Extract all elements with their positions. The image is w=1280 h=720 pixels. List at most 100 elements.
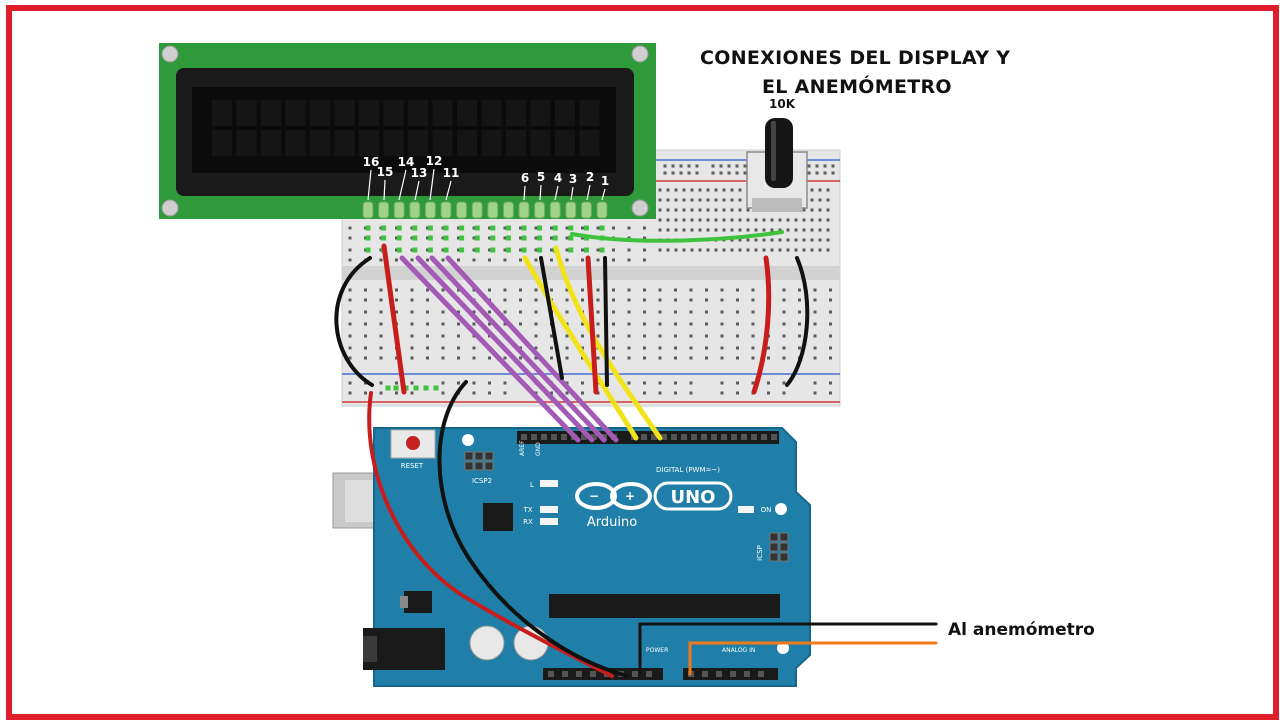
anemometer-callout: Al anemómetro	[948, 620, 1095, 640]
breadboard-hole	[658, 208, 662, 212]
arduino-brand-text: Arduino	[587, 515, 637, 530]
breadboard-hole	[596, 381, 600, 385]
breadboard-active-hole	[599, 247, 605, 253]
breadboard-hole	[565, 381, 569, 385]
breadboard-hole	[666, 248, 670, 252]
breadboard-hole	[379, 346, 383, 350]
breadboard-hole	[720, 288, 724, 292]
breadboard-hole	[782, 298, 786, 302]
breadboard-hole	[802, 218, 806, 222]
breadboard-hole	[736, 322, 739, 326]
breadboard-hole	[782, 346, 786, 350]
breadboard-hole	[457, 258, 460, 262]
breadboard-hole	[658, 228, 662, 232]
breadboard-active-hole	[490, 225, 496, 231]
breadboard-hole	[457, 236, 460, 240]
lcd-character-cell	[555, 100, 575, 126]
breadboard-active-hole	[505, 225, 511, 231]
diagram-title: CONEXIONES DEL DISPLAY Y EL ANEMÓMETRO	[700, 44, 1010, 102]
analog-label: ANALOG IN	[722, 647, 755, 654]
breadboard-hole	[410, 346, 414, 350]
breadboard-hole	[612, 248, 615, 252]
analog-header-socket	[716, 671, 722, 677]
breadboard-hole	[674, 248, 678, 252]
breadboard-hole	[813, 356, 817, 360]
breadboard-hole	[581, 248, 584, 252]
breadboard-hole	[519, 346, 522, 350]
wire-black-rw	[539, 256, 564, 380]
breadboard-hole	[802, 238, 806, 242]
breadboard-hole	[829, 298, 832, 302]
breadboard-hole	[472, 288, 476, 292]
breadboard-hole	[348, 298, 352, 302]
icsp2-label: ICSP2	[472, 477, 492, 485]
reset-button-cap[interactable]	[406, 436, 420, 450]
breadboard-hole	[754, 218, 758, 222]
breadboard-hole	[706, 188, 710, 192]
breadboard-hole	[472, 226, 476, 230]
lcd-header-pin	[378, 201, 390, 219]
breadboard-hole	[782, 391, 786, 395]
wire-black-gnd	[437, 380, 629, 678]
breadboard-hole	[782, 356, 786, 360]
breadboard-hole	[426, 288, 429, 292]
breadboard-hole	[596, 226, 600, 230]
breadboard-active-hole	[521, 235, 527, 241]
breadboard-hole	[770, 248, 774, 252]
breadboard-hole	[689, 381, 693, 385]
breadboard-hole	[705, 346, 708, 350]
lcd-screw-bottom-right	[631, 199, 649, 217]
breadboard-hole	[379, 356, 383, 360]
breadboard-hole	[720, 356, 724, 360]
lcd-header-pin	[409, 201, 421, 219]
breadboard-hole	[457, 248, 460, 252]
lcd-character-cell	[457, 100, 477, 126]
breadboard-hole	[581, 391, 584, 395]
lcd-screw-bottom-left	[161, 199, 179, 217]
breadboard-hole	[627, 288, 631, 292]
breadboard-hole	[746, 238, 750, 242]
breadboard-hole	[534, 288, 538, 292]
wire-purple-d12	[429, 255, 607, 443]
breadboard-hole	[612, 356, 615, 360]
digital-header-socket	[661, 434, 667, 440]
digital-header-socket	[531, 434, 537, 440]
breadboard-hole	[379, 298, 383, 302]
breadboard-hole	[503, 322, 507, 326]
breadboard-active-hole	[427, 225, 433, 231]
breadboard-hole	[379, 310, 383, 314]
breadboard-hole	[581, 288, 584, 292]
power-header-socket	[646, 671, 652, 677]
breadboard-hole	[810, 188, 814, 192]
breadboard-hole	[581, 346, 584, 350]
breadboard-hole	[706, 248, 710, 252]
lcd-character-cell	[261, 130, 281, 156]
breadboard-hole	[364, 356, 367, 360]
breadboard-hole	[679, 164, 683, 168]
breadboard-hole	[730, 228, 734, 232]
lcd-pin-label-12: 12	[426, 154, 443, 168]
breadboard-hole	[786, 248, 790, 252]
lcd-character-cell	[334, 100, 355, 126]
lcd-character-cell	[383, 130, 404, 156]
lcd-character-cell	[506, 130, 526, 156]
breadboard-hole	[472, 258, 476, 262]
breadboard-hole	[663, 171, 667, 175]
potentiometer: 10K	[746, 97, 808, 212]
title-line-2: EL ANEMÓMETRO	[762, 76, 952, 98]
breadboard-active-hole	[568, 247, 574, 253]
lcd-header-pin	[565, 201, 577, 219]
breadboard-hole	[682, 208, 686, 212]
breadboard-hole	[682, 228, 686, 232]
lcd-character-cell	[432, 100, 453, 126]
breadboard-hole	[612, 334, 615, 338]
breadboard-hole	[818, 208, 822, 212]
breadboard-active-hole	[474, 225, 480, 231]
breadboard-hole	[666, 228, 670, 232]
breadboard-hole	[550, 248, 553, 252]
breadboard-hole	[658, 248, 662, 252]
power-header-socket	[576, 671, 582, 677]
aref-label: AREF	[519, 440, 526, 456]
breadboard-hole	[722, 188, 726, 192]
breadboard-hole	[596, 248, 600, 252]
